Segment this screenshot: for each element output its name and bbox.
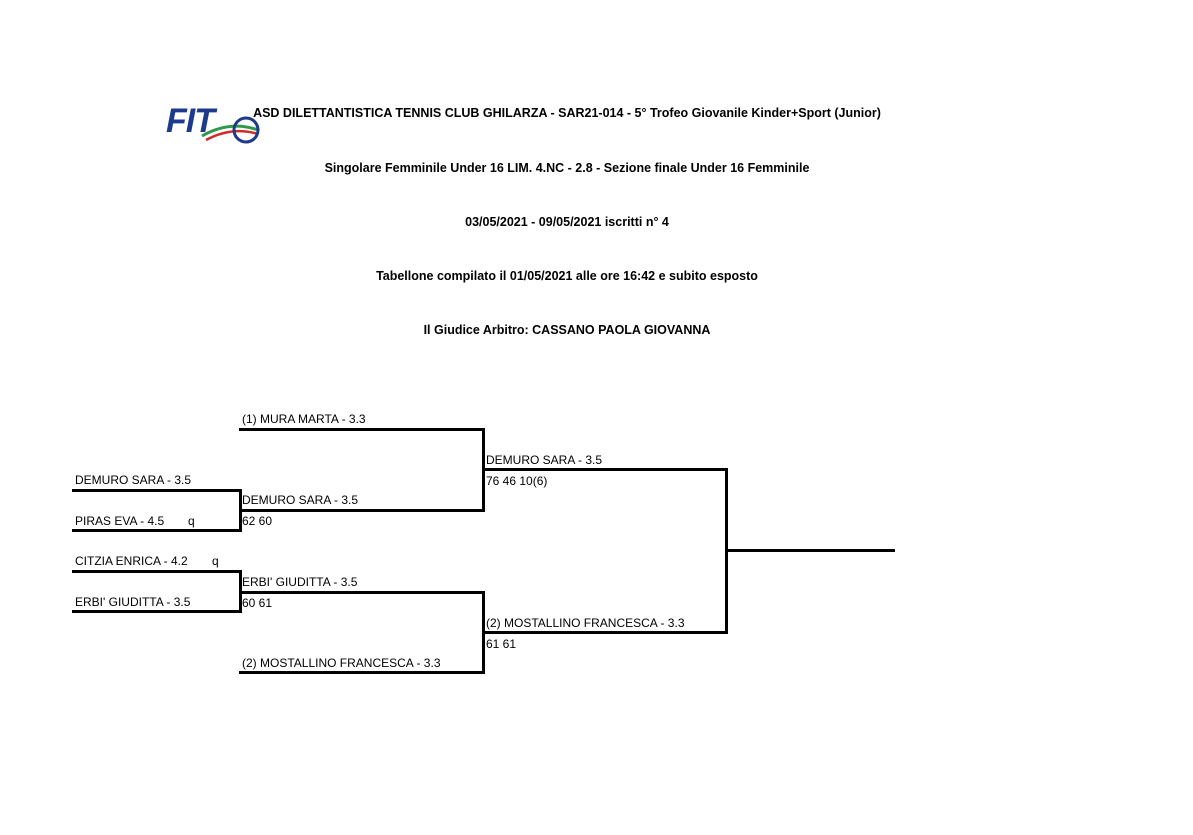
date-range: 03/05/2021 - 09/05/2021 iscritti n° 4 xyxy=(465,215,669,229)
r2-score-1: 76 46 10(6) xyxy=(486,474,548,488)
r0-player-4: ERBI' GIUDITTA - 3.5 xyxy=(75,595,191,609)
r1-line-4 xyxy=(239,671,485,674)
r1-line-1 xyxy=(239,428,485,431)
r2-line-1 xyxy=(482,468,728,471)
draw-subtitle: Singolare Femminile Under 16 LIM. 4.NC -… xyxy=(324,161,810,175)
r0-tag-2: q xyxy=(188,514,195,528)
fit-logo-swoosh-icon xyxy=(201,116,260,144)
r2-player-2: (2) MOSTALLINO FRANCESCA - 3.3 xyxy=(486,616,685,630)
r0-player-1: DEMURO SARA - 3.5 xyxy=(75,473,192,487)
referee-line: Il Giudice Arbitro: CASSANO PAOLA GIOVAN… xyxy=(423,323,711,337)
r1-player-1: (1) MURA MARTA - 3.3 xyxy=(242,412,366,426)
r2-player-1: DEMURO SARA - 3.5 xyxy=(486,453,603,467)
fit-logo: FIT xyxy=(160,100,260,154)
r0-line-3 xyxy=(72,570,242,573)
r0-line-2 xyxy=(72,529,242,532)
r0-player-2: PIRAS EVA - 4.5 xyxy=(75,514,165,528)
r1-score-2: 62 60 xyxy=(242,514,273,528)
tournament-title: ASD DILETTANTISTICA TENNIS CLUB GHILARZA… xyxy=(253,106,881,120)
r2-score-2: 61 61 xyxy=(486,637,517,651)
r0-line-4 xyxy=(72,610,242,613)
compiled-note: Tabellone compilato il 01/05/2021 alle o… xyxy=(376,269,758,283)
r0-tag-3: q xyxy=(212,554,219,568)
r0-player-3: CITZIA ENRICA - 4.2 xyxy=(75,554,188,568)
final-line xyxy=(725,549,895,552)
r1-player-4: (2) MOSTALLINO FRANCESCA - 3.3 xyxy=(242,656,441,670)
r2-line-2 xyxy=(482,631,728,634)
r1-player-3: ERBI' GIUDITTA - 3.5 xyxy=(242,575,358,589)
r1-score-3: 60 61 xyxy=(242,596,273,610)
r0-line-1 xyxy=(72,489,242,492)
r1-line-3 xyxy=(239,591,485,594)
r1-player-2: DEMURO SARA - 3.5 xyxy=(242,493,359,507)
r1-line-2 xyxy=(239,509,485,512)
